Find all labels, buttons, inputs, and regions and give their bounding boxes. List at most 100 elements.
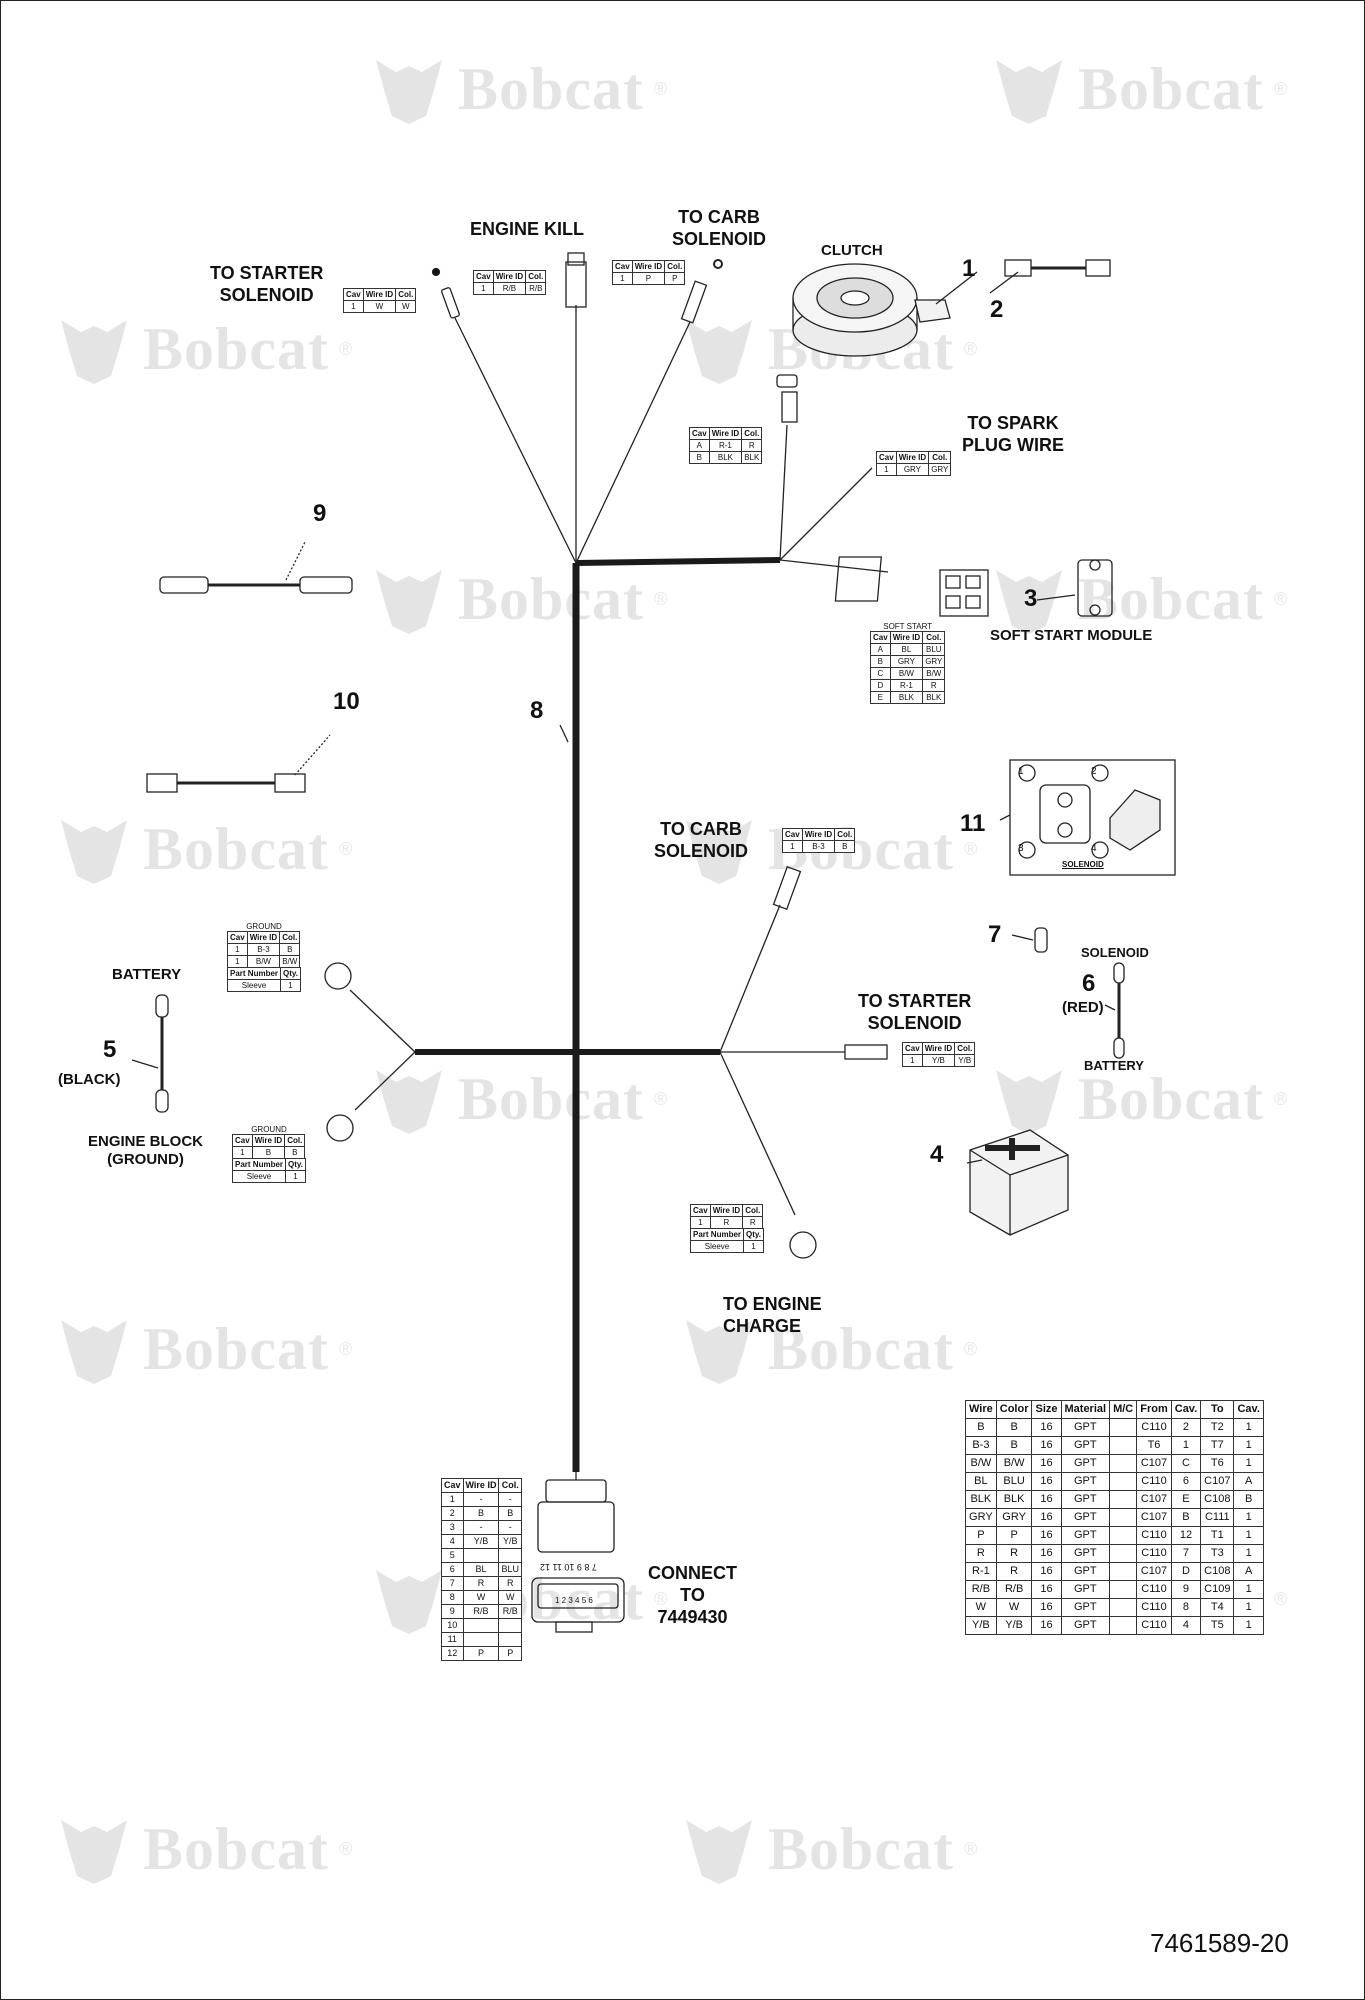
watermark-text: Bobcat <box>143 815 329 882</box>
wire-cell: GPT <box>1060 1562 1111 1581</box>
wire-cell: C107 <box>1136 1490 1172 1509</box>
watermark-reg: ® <box>964 1838 978 1859</box>
wire-cell: 16 <box>1031 1580 1062 1599</box>
item-number-4: 4 <box>930 1141 944 1168</box>
table-cell: 4 <box>441 1534 464 1549</box>
bobcat-logo-icon <box>61 1320 127 1384</box>
table-cell: B/W <box>246 955 281 968</box>
table-cell: C <box>870 667 891 680</box>
label-battery-left: BATTERY <box>112 966 182 983</box>
table-cell: BLU <box>922 643 946 656</box>
item-number-1: 1 <box>962 255 976 282</box>
table-cell: B-3 <box>246 943 281 956</box>
wire-to-carb-mid <box>719 904 781 1053</box>
table-cell: BLK <box>708 451 743 464</box>
item-number-11: 11 <box>960 810 986 837</box>
wire-cell <box>1109 1526 1138 1545</box>
table-cell <box>498 1632 522 1647</box>
wire-header-cell: From <box>1136 1400 1172 1419</box>
bobcat-watermark: Bobcat® <box>680 1810 977 1888</box>
table-cell: W <box>362 300 397 313</box>
starter-top-terminal <box>441 287 460 319</box>
inset-callout-1: 1 <box>1018 766 1024 777</box>
table-cell: A <box>689 439 710 452</box>
watermark-reg: ® <box>964 838 978 859</box>
part-cell: Sleeve <box>231 1170 287 1183</box>
connector-header-cell: Wire ID <box>362 288 397 301</box>
wire-cell: W <box>965 1598 997 1617</box>
wire-to-ground-bottom <box>354 1051 416 1111</box>
table-cell: - <box>462 1520 500 1535</box>
table-cell: 9 <box>441 1604 464 1619</box>
connector-header-cell: Cav <box>227 931 248 944</box>
table-cell: R/B <box>525 282 547 295</box>
wire-cell: P <box>965 1526 997 1545</box>
table-cell: W <box>462 1590 500 1605</box>
watermark-reg: ® <box>339 1338 353 1359</box>
bobcat-logo-icon <box>61 1820 127 1884</box>
wire-cell: R <box>995 1544 1033 1563</box>
bobcat-logo-icon <box>996 570 1062 634</box>
wire-cell: A <box>1233 1562 1264 1581</box>
table-cell: P <box>664 272 686 285</box>
wire-cell: C108 <box>1200 1490 1235 1509</box>
connector-header-cell: Col. <box>741 427 763 440</box>
item-number-7: 7 <box>988 921 1002 948</box>
engine-kill-terminal <box>565 261 587 308</box>
cable-part-6 <box>1113 962 1125 1059</box>
table-cell: 1 <box>441 1492 464 1507</box>
wire-header-cell: M/C <box>1109 1400 1138 1419</box>
table-cell <box>498 1548 522 1563</box>
watermark-reg: ® <box>654 1088 668 1109</box>
wire-header-cell: Material <box>1060 1400 1111 1419</box>
watermark-text: Bobcat <box>143 1315 329 1382</box>
connector-header-cell: Col. <box>954 1042 976 1055</box>
wire-cell: C110 <box>1136 1580 1172 1599</box>
label-red: (RED) <box>1062 999 1104 1016</box>
part-header-cell: Part Number <box>226 967 282 980</box>
wire-cell: GPT <box>1060 1472 1111 1491</box>
connector-header-cell: Cav <box>690 1204 711 1217</box>
part-header-cell: Qty. <box>743 1228 764 1241</box>
watermark-text: Bobcat <box>1078 1065 1264 1132</box>
wire-cell: T2 <box>1200 1418 1235 1437</box>
wire-cell: GRY <box>995 1508 1033 1527</box>
connector-header-cell: Wire ID <box>246 931 281 944</box>
table-cell: 1 <box>232 1146 253 1159</box>
connector-header-cell: Col. <box>742 1204 764 1217</box>
starter-mid-terminal <box>844 1044 888 1060</box>
bobcat-logo-icon <box>376 570 442 634</box>
wire-header-cell: Size <box>1031 1400 1062 1419</box>
connector-header-cell: Cav <box>473 270 494 283</box>
table-cell: 1 <box>612 272 633 285</box>
connector-header-cell: Cav <box>232 1134 253 1147</box>
table-cell: R-1 <box>708 439 743 452</box>
table-cell: 6 <box>441 1562 464 1577</box>
connector-header-cell: Cav <box>441 1478 464 1493</box>
connector-header-cell: Col. <box>284 1134 306 1147</box>
wire-header-cell: Wire <box>965 1400 997 1419</box>
watermark-text: Bobcat <box>458 565 644 632</box>
label-soft-start-module: SOFT START MODULE <box>990 627 1153 644</box>
table-cell: BLK <box>922 691 946 704</box>
item-number-2: 2 <box>990 296 1004 323</box>
label-black: (BLACK) <box>58 1071 121 1088</box>
wire-cell <box>1109 1436 1138 1455</box>
